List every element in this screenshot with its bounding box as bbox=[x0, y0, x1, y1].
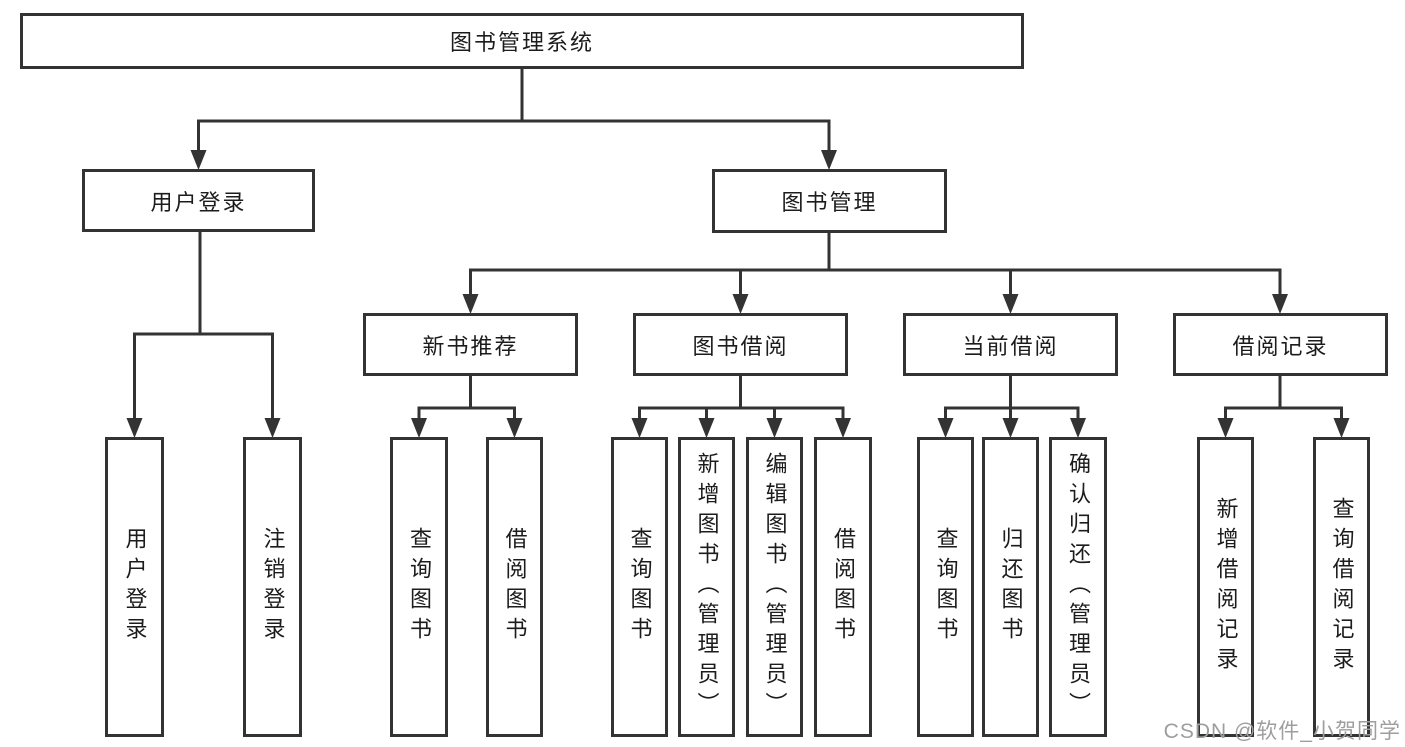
arrow-down-icon bbox=[1070, 418, 1086, 438]
watermark: CSDN @软件_小贺同学 bbox=[1163, 720, 1401, 743]
leaf-query-books-borrow: 查询图书 bbox=[611, 437, 668, 737]
node-library-system: 图书管理系统 bbox=[20, 13, 1024, 69]
arrow-down-icon bbox=[835, 418, 851, 438]
node-current-borrow-label: 当前借阅 bbox=[962, 333, 1059, 359]
leaf-label: 用户登录 bbox=[122, 527, 148, 647]
leaf-label: 注销登录 bbox=[260, 527, 286, 647]
leaf-label: 归还图书 bbox=[998, 527, 1024, 647]
arrow-down-icon bbox=[766, 418, 783, 438]
leaf-label: 查询图书 bbox=[933, 527, 959, 647]
node-current-borrow: 当前借阅 bbox=[903, 313, 1118, 376]
leaf-user-login: 用户登录 bbox=[105, 437, 164, 737]
arrow-down-icon bbox=[698, 418, 715, 438]
node-borrow-records-label: 借阅记录 bbox=[1232, 333, 1329, 359]
arrow-down-icon bbox=[1333, 418, 1350, 438]
connector-current-borrow bbox=[937, 375, 1086, 438]
arrow-down-icon bbox=[1217, 418, 1234, 438]
leaf-label: 查询图书 bbox=[627, 527, 653, 647]
leaf-label: 确认归还（管理员） bbox=[1066, 452, 1091, 722]
node-new-book-recommend: 新书推荐 bbox=[363, 313, 578, 376]
arrow-down-icon bbox=[1002, 294, 1019, 314]
leaf-query-books-recommend: 查询图书 bbox=[390, 437, 448, 737]
leaf-label: 查询图书 bbox=[407, 527, 432, 647]
node-book-management-label: 图书管理 bbox=[781, 190, 878, 215]
connector-book-management bbox=[462, 233, 1288, 314]
leaf-label: 新增图书（管理员） bbox=[694, 452, 720, 722]
leaf-return-books: 归还图书 bbox=[982, 437, 1039, 737]
leaf-label: 新增借阅记录 bbox=[1213, 497, 1239, 677]
leaf-confirm-return-admin: 确认归还（管理员） bbox=[1049, 437, 1107, 737]
node-book-borrow: 图书借阅 bbox=[633, 313, 848, 376]
node-user-login-label: 用户登录 bbox=[150, 189, 247, 215]
node-new-book-recommend-label: 新书推荐 bbox=[422, 333, 519, 359]
node-library-system-label: 图书管理系统 bbox=[449, 30, 594, 55]
leaf-add-borrow-record: 新增借阅记录 bbox=[1197, 437, 1254, 737]
arrow-down-icon bbox=[264, 418, 281, 438]
arrow-down-icon bbox=[126, 418, 143, 438]
arrow-down-icon bbox=[462, 294, 479, 314]
connector-book-borrow bbox=[631, 375, 851, 438]
arrow-down-icon bbox=[937, 418, 954, 438]
leaf-label: 编辑图书（管理员） bbox=[762, 452, 788, 722]
connector-borrow-records bbox=[1217, 375, 1350, 438]
arrow-down-icon bbox=[732, 294, 749, 314]
arrow-down-icon bbox=[1272, 294, 1288, 314]
leaf-borrow-books: 借阅图书 bbox=[814, 437, 872, 737]
node-borrow-records: 借阅记录 bbox=[1173, 313, 1388, 376]
arrow-down-icon bbox=[411, 418, 427, 438]
arrow-down-icon bbox=[631, 418, 648, 438]
leaf-logout: 注销登录 bbox=[243, 437, 302, 737]
connector-user-login bbox=[126, 232, 281, 438]
arrow-down-icon bbox=[1002, 418, 1019, 438]
leaf-query-books-current: 查询图书 bbox=[917, 437, 974, 737]
leaf-label: 借阅图书 bbox=[831, 527, 856, 647]
node-book-management: 图书管理 bbox=[712, 169, 947, 233]
node-user-login: 用户登录 bbox=[82, 169, 315, 232]
leaf-label: 查询借阅记录 bbox=[1329, 497, 1355, 677]
arrow-down-icon bbox=[506, 418, 523, 438]
arrow-down-icon bbox=[190, 150, 207, 170]
leaf-add-book-admin: 新增图书（管理员） bbox=[678, 437, 735, 737]
leaf-query-borrow-record: 查询借阅记录 bbox=[1313, 437, 1370, 737]
arrow-down-icon bbox=[821, 150, 837, 170]
connector-root bbox=[190, 68, 837, 170]
leaf-edit-book-admin: 编辑图书（管理员） bbox=[746, 437, 803, 737]
leaf-label: 借阅图书 bbox=[502, 527, 528, 647]
connector-new-book-recommend bbox=[411, 375, 523, 438]
leaf-borrow-books-recommend: 借阅图书 bbox=[486, 437, 543, 737]
node-book-borrow-label: 图书借阅 bbox=[692, 333, 789, 359]
